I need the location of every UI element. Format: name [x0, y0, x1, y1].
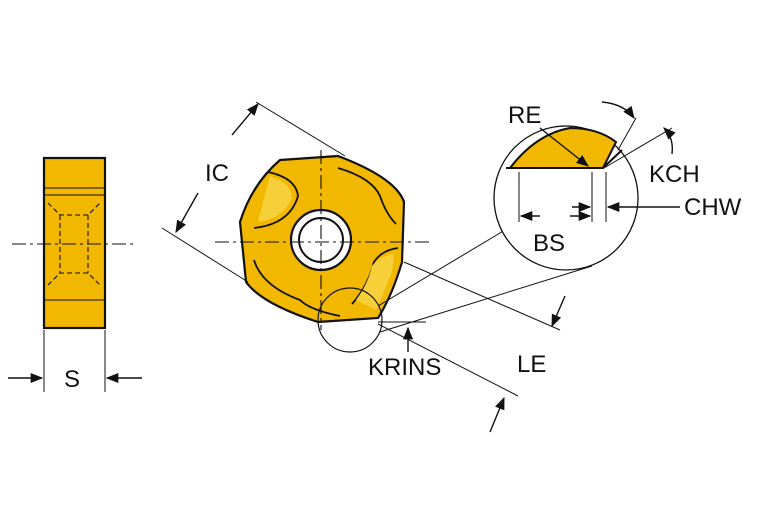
le-arrow-bottom	[489, 396, 505, 433]
label-ic: IC	[205, 160, 229, 187]
side-view: S	[8, 156, 142, 393]
label-kch: KCH	[649, 161, 700, 188]
label-bs: BS	[533, 230, 565, 257]
ic-arrow-bottom	[175, 192, 199, 234]
angle-extension	[617, 117, 637, 151]
le-extension-top	[403, 261, 561, 331]
label-s: S	[64, 366, 80, 393]
ic-extension-bottom	[161, 227, 249, 283]
label-re: RE	[508, 102, 541, 129]
detail-insert-face	[507, 126, 618, 169]
kch-arc	[663, 127, 676, 155]
detail-view: RE KCH CHW BS	[493, 101, 742, 271]
side-view-body	[42, 156, 107, 330]
top-view: IC LE KRINS	[161, 101, 593, 433]
detail-leader-top	[377, 229, 506, 307]
groove-highlight-1	[258, 176, 292, 222]
le-extension-bottom	[377, 323, 519, 397]
ic-extension-top	[255, 101, 346, 157]
re-arrow	[539, 127, 589, 167]
ic-arrow-top	[231, 103, 259, 136]
angle-arc	[601, 101, 635, 120]
chipbreaker-grooves	[253, 167, 399, 317]
label-chw: CHW	[684, 194, 742, 221]
le-arrow-top	[551, 295, 566, 328]
label-krins: KRINS	[368, 354, 441, 381]
detail-leader-bottom	[379, 265, 593, 333]
detail-chamfer-line	[602, 149, 623, 169]
groove-highlight-2	[356, 254, 394, 310]
label-le: LE	[517, 351, 546, 378]
corner-detail-circle	[317, 287, 383, 353]
kch-ref-line	[603, 127, 673, 169]
